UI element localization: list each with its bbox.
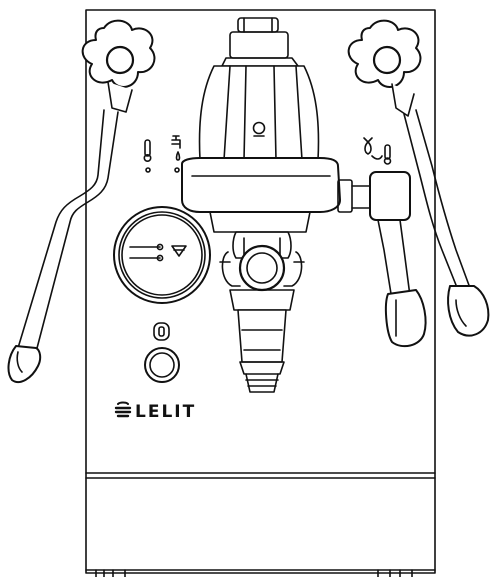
- portafilter[interactable]: [219, 231, 305, 393]
- steam-knob-icon[interactable]: [81, 19, 156, 113]
- power-switch-icon[interactable]: [153, 322, 170, 341]
- steam-lever[interactable]: [7, 109, 119, 384]
- brand-logo-text: LELIT: [135, 402, 197, 422]
- steam-thermometer-icon: [363, 137, 392, 165]
- water-lever[interactable]: [403, 109, 490, 337]
- lelit-logo-icon: [114, 401, 132, 418]
- water-knob-icon[interactable]: [347, 19, 422, 117]
- pressure-gauge-icon: [113, 206, 211, 304]
- boiler-thermometer-icon: [143, 139, 152, 173]
- group-head: [181, 17, 427, 348]
- water-tap-icon: [171, 135, 181, 173]
- power-button-icon[interactable]: [144, 347, 180, 383]
- machine-body: [85, 9, 436, 577]
